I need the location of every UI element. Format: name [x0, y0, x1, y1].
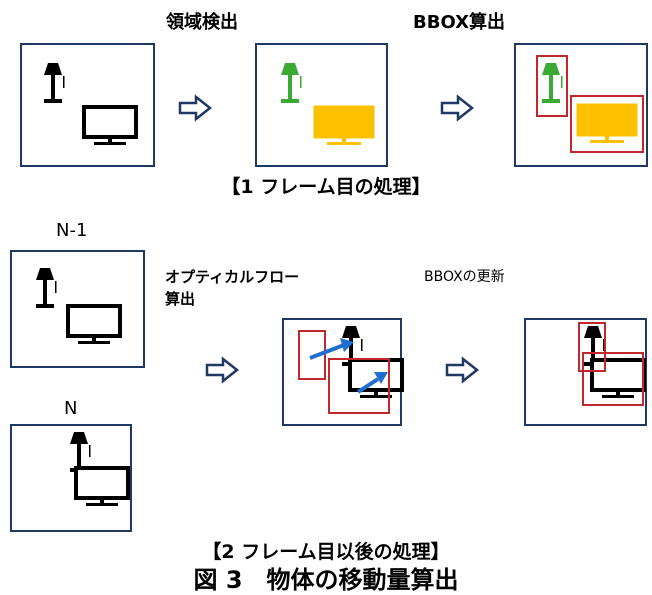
tv-icon — [590, 358, 646, 398]
figure-caption: 図 3 物体の移動量算出 — [193, 566, 459, 594]
process-arrow-icon — [205, 356, 240, 384]
bbox-update-label: BBOXの更新 — [424, 269, 505, 285]
flow-arrow-icon — [309, 338, 354, 360]
bbox-lamp-prev — [298, 330, 326, 380]
flow-arrow-icon — [356, 372, 388, 394]
caption-first-frame: 【1 フレーム目の処理】 — [221, 176, 431, 198]
frame-bbox — [514, 43, 648, 167]
tv-icon — [74, 466, 130, 506]
frame-original — [20, 43, 155, 167]
frame-prev — [10, 250, 145, 368]
frame-bbox-updated — [524, 318, 647, 426]
lamp-icon — [542, 63, 563, 103]
bbox-tv-prev — [328, 358, 390, 414]
lamp-icon — [36, 268, 57, 308]
process-arrow-icon — [445, 356, 480, 384]
lamp-icon — [44, 63, 65, 103]
process-arrow-icon — [178, 94, 213, 122]
bbox-tv — [570, 95, 644, 153]
frame-region-detection — [255, 43, 388, 167]
frame-label-prev: N-1 — [56, 220, 88, 241]
lamp-icon — [281, 63, 302, 103]
optical-flow-label-line1: オプティカルフロー — [165, 268, 300, 286]
caption-subsequent-frames: 【2 フレーム目以後の処理】 — [202, 541, 450, 563]
frame-curr — [10, 424, 132, 532]
tv-icon — [82, 105, 138, 145]
frame-optical-flow — [282, 318, 404, 426]
tv-icon — [313, 105, 375, 145]
frame-label-curr: N — [64, 398, 78, 419]
bbox-lamp-updated — [578, 322, 606, 372]
step-label-bbox-calc: BBOX算出 — [413, 12, 505, 33]
tv-icon — [66, 304, 122, 344]
bbox-lamp — [536, 55, 568, 117]
process-arrow-icon — [440, 94, 475, 122]
bbox-tv-updated — [582, 352, 644, 406]
step-label-region-detection: 領域検出 — [166, 12, 238, 33]
tv-icon — [576, 103, 638, 143]
optical-flow-label-line2: 算出 — [165, 290, 196, 308]
